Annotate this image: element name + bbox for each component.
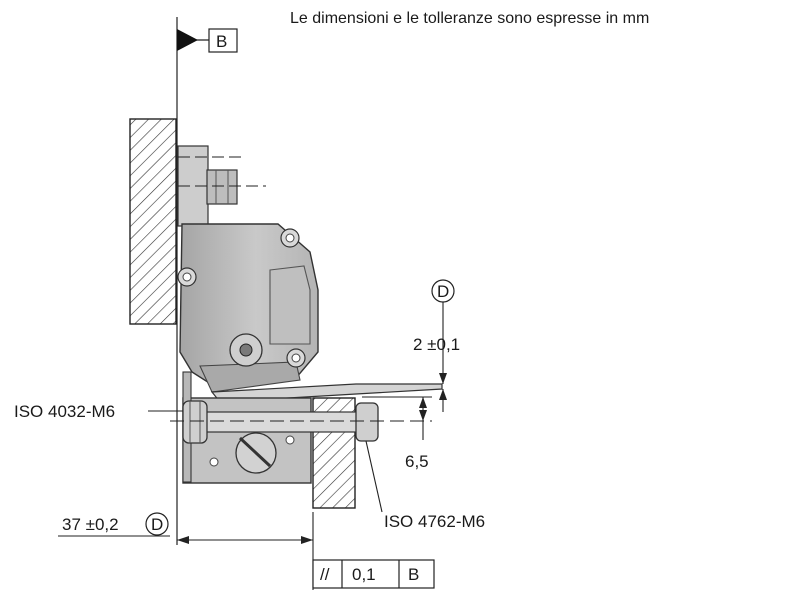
nut-callout-label: ISO 4032-M6 xyxy=(14,402,115,421)
device-face-panel xyxy=(269,265,311,345)
center-knob-icon xyxy=(229,333,263,367)
lower-knob-icon xyxy=(235,432,277,474)
datum-b-box xyxy=(208,28,238,53)
datum-d-label-top: D xyxy=(437,282,449,301)
mounting-wall xyxy=(129,118,177,325)
device-lower-lip xyxy=(199,361,301,393)
nut-iso4032 xyxy=(182,400,208,444)
bolt-callout-label: ISO 4762-M6 xyxy=(384,512,485,531)
units-note: Le dimensioni e le tolleranze sono espre… xyxy=(290,10,649,27)
dim-offset-label: 37 ±0,2 xyxy=(62,515,119,534)
dim-gap-label: 2 ±0,1 xyxy=(413,335,460,354)
tolerance-datum: B xyxy=(408,565,419,584)
tolerance-value: 0,1 xyxy=(352,565,376,584)
datum-b-label: B xyxy=(216,32,227,51)
datum-b-triangle xyxy=(177,29,198,51)
bolt-head xyxy=(355,402,379,442)
screw-left-icon xyxy=(177,267,197,287)
datum-d-label-bottom: D xyxy=(151,515,163,534)
datum-d-circle-bottom xyxy=(145,512,169,536)
screw-top-right-icon xyxy=(280,228,300,248)
bracket-hole-2 xyxy=(285,435,295,445)
bracket-hole-1 xyxy=(209,457,219,467)
dim-height-label: 6,5 xyxy=(405,452,429,471)
stud-nut xyxy=(206,169,238,205)
tolerance-frame xyxy=(312,559,435,589)
bolt-shank xyxy=(197,411,363,433)
tolerance-symbol: // xyxy=(320,565,330,584)
screw-bottom-right-icon xyxy=(286,348,306,368)
